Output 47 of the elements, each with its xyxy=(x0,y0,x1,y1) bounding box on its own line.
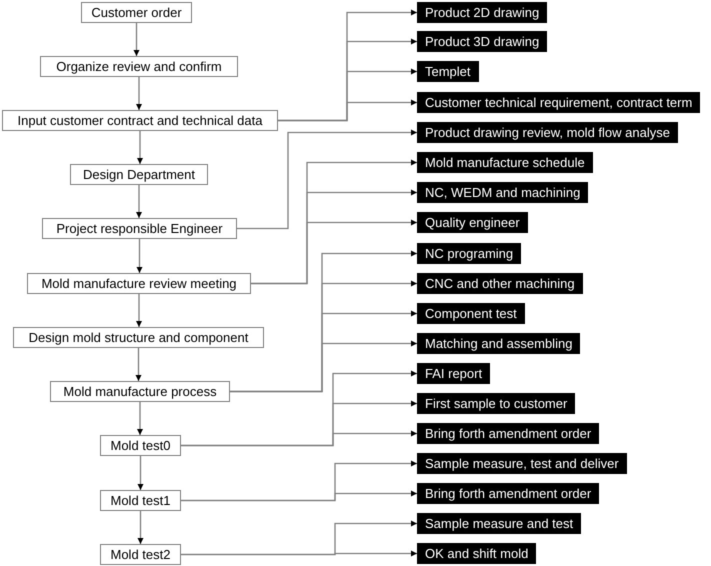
output-box: Component test xyxy=(417,303,525,324)
output-box: Sample measure, test and deliver xyxy=(417,453,627,474)
output-box: Customer technical requirement, contract term xyxy=(417,92,700,113)
process-box: Mold test1 xyxy=(100,490,181,511)
arrow xyxy=(137,402,143,435)
arrow xyxy=(136,239,142,273)
process-box: Input customer contract and technical data xyxy=(2,110,278,131)
output-box: NC programing xyxy=(417,243,522,264)
arrow xyxy=(181,550,417,556)
output-box: Templet xyxy=(417,61,479,82)
arrow xyxy=(181,490,417,502)
output-box: Product 2D drawing xyxy=(417,2,548,23)
process-box: Design Department xyxy=(70,164,208,185)
arrow xyxy=(136,294,142,327)
arrow xyxy=(138,456,144,490)
arrow xyxy=(251,220,417,284)
arrow xyxy=(136,348,142,381)
output-box: Product drawing review, mold flow analyse xyxy=(417,122,678,143)
arrow xyxy=(137,131,143,164)
output-box: Sample measure and test xyxy=(417,513,582,534)
output-box: OK and shift mold xyxy=(417,543,536,564)
process-box: Organize review and confirm xyxy=(40,56,238,77)
process-box: Customer order xyxy=(81,2,192,23)
process-box: Mold test0 xyxy=(100,435,181,456)
output-box: Bring forth amendment order xyxy=(417,483,600,504)
output-box: Bring forth amendment order xyxy=(417,423,600,444)
arrow xyxy=(138,511,144,544)
arrow xyxy=(230,340,417,392)
output-box: CNC and other machining xyxy=(417,273,583,294)
process-box: Mold manufacture review meeting xyxy=(27,273,251,294)
output-box: Mold manufacture schedule xyxy=(417,152,593,173)
process-box: Mold test2 xyxy=(100,544,181,565)
process-box: Project responsible Engineer xyxy=(42,218,237,239)
output-box: NC, WEDM and machining xyxy=(417,182,588,203)
arrow xyxy=(237,130,417,230)
output-box: Matching and assembling xyxy=(417,333,580,354)
arrow xyxy=(181,430,417,446)
arrow xyxy=(136,185,142,218)
output-box: FAI report xyxy=(417,363,490,384)
process-box: Mold manufacture process xyxy=(50,381,230,402)
arrow xyxy=(136,77,142,110)
arrow xyxy=(278,100,417,122)
output-box: First sample to customer xyxy=(417,393,576,414)
output-box: Product 3D drawing xyxy=(417,31,548,52)
process-box: Design mold structure and component xyxy=(13,327,264,348)
output-box: Quality engineer xyxy=(417,212,528,233)
arrow xyxy=(134,23,140,56)
